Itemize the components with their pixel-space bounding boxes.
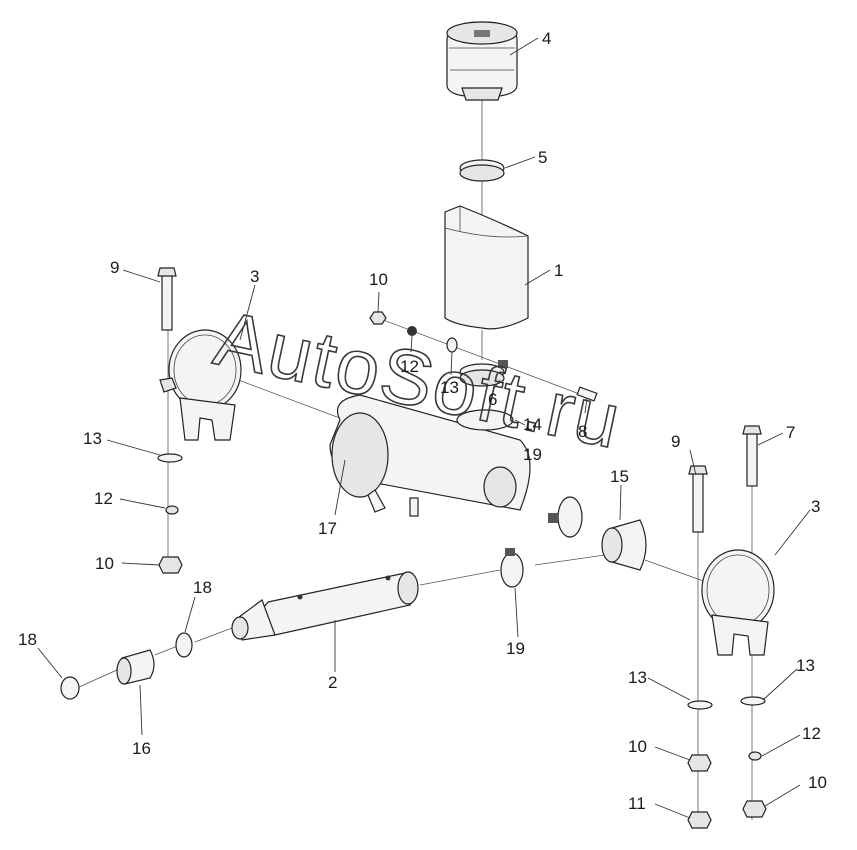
callout-19-upper: 19 [523, 445, 542, 464]
right-mounting-bracket-part [687, 425, 775, 829]
air-cleaner-housing-part [329, 394, 531, 517]
callout-13-right-b: 13 [796, 656, 815, 675]
callout-9-right: 9 [671, 432, 680, 451]
callout-2: 2 [328, 673, 337, 692]
clamp-part-19-lower [500, 548, 524, 588]
callout-11: 11 [628, 794, 646, 813]
hose-part-15 [601, 519, 647, 571]
callout-13-left: 13 [83, 429, 102, 448]
callout-4: 4 [542, 29, 551, 48]
callout-7: 7 [786, 423, 795, 442]
callout-10-right-b: 10 [808, 773, 827, 792]
rubber-sleeve-part [116, 649, 155, 685]
callout-13-right-a: 13 [628, 668, 647, 687]
callout-labels: 4 5 1 10 12 13 6 8 14 19 15 17 2 19 16 1… [18, 29, 827, 813]
filter-sleeve-part [444, 205, 529, 330]
callout-10-left: 10 [95, 554, 114, 573]
clamp-part-18 [60, 632, 193, 700]
callout-9-left: 9 [110, 258, 119, 277]
seal-ring-part [459, 159, 505, 182]
filter-cap-part [446, 21, 518, 101]
center-fasteners [369, 311, 598, 402]
callout-6: 6 [488, 390, 497, 409]
callout-3-right: 3 [811, 497, 820, 516]
callout-10-right-a: 10 [628, 737, 647, 756]
callout-19-lower: 19 [506, 639, 525, 658]
callout-15: 15 [610, 467, 629, 486]
callout-13-center: 13 [440, 378, 459, 397]
callout-14: 14 [523, 415, 542, 434]
callout-12-left: 12 [94, 489, 113, 508]
callout-16: 16 [132, 739, 151, 758]
clamp-part-6 [459, 360, 508, 387]
callout-12-right: 12 [802, 724, 821, 743]
left-mounting-bracket-part [157, 267, 242, 574]
callout-5: 5 [538, 148, 547, 167]
callout-1: 1 [554, 261, 563, 280]
callout-3-left: 3 [250, 267, 259, 286]
callout-12-center: 12 [400, 357, 419, 376]
callout-17: 17 [318, 519, 337, 538]
callout-18-left: 18 [18, 630, 37, 649]
leader-lines [37, 37, 811, 819]
intake-pipe-part [231, 571, 419, 641]
callout-10-center: 10 [369, 270, 388, 289]
callout-18-upper: 18 [193, 578, 212, 597]
callout-8: 8 [578, 422, 587, 441]
clamp-part-19-upper [548, 496, 583, 538]
